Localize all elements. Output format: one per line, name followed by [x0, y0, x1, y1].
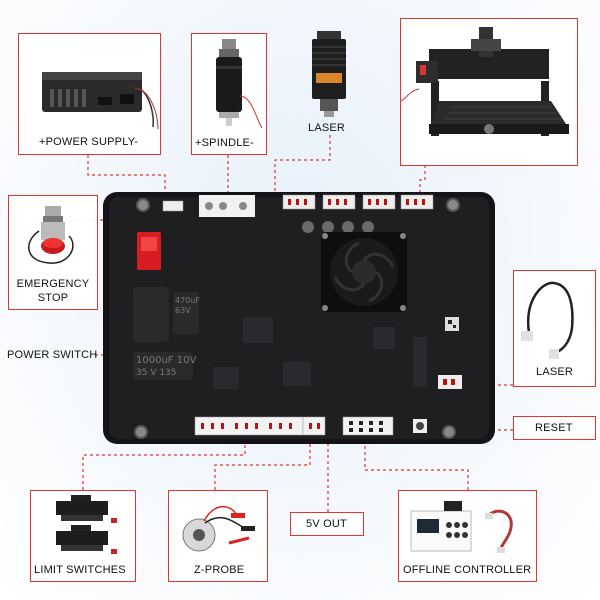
capacitor-text-3: 470uF	[175, 296, 200, 305]
spindle-box: +SPINDLE-	[191, 33, 267, 155]
offline-controller-label: OFFLINE CONTROLLER	[403, 564, 532, 576]
cnc-machine-box	[400, 18, 578, 166]
laser-right-label: LASER	[536, 366, 574, 378]
emergency-stop-image	[28, 206, 74, 264]
z-probe-box: Z-PROBE	[168, 490, 268, 582]
five-v-out-box: 5V OUT	[290, 512, 364, 536]
spindle-label: +SPINDLE-	[195, 137, 254, 149]
laser-cable-image	[521, 281, 574, 359]
laser-top-label: LASER	[308, 122, 346, 134]
z-probe-label: Z-PROBE	[194, 564, 245, 576]
spindle-image	[216, 39, 263, 129]
emergency-stop-label-2: STOP	[37, 292, 69, 304]
controller-board: 1000uF 10V 35 V 135 470uF 63V	[103, 192, 495, 444]
offline-controller-box: OFFLINE CONTROLLER	[398, 490, 537, 582]
limit-switches-image	[56, 495, 117, 554]
power-switch-label: POWER SWITCH	[7, 349, 98, 361]
reset-label: RESET	[535, 422, 573, 434]
limit-switches-label: LIMIT SWITCHES	[34, 564, 126, 576]
z-probe-image	[182, 506, 255, 552]
capacitor-text-2: 35 V 135	[136, 368, 177, 378]
limit-switches-box: LIMIT SWITCHES	[30, 490, 136, 582]
emergency-stop-label-1: EMERGENCY	[16, 278, 90, 290]
capacitor-text-4: 63V	[175, 306, 191, 315]
laser-right-box: LASER	[513, 270, 596, 387]
power-supply-label: +POWER SUPPLY-	[39, 136, 139, 148]
reset-box: RESET	[513, 416, 596, 440]
emergency-stop-box: EMERGENCY STOP	[8, 195, 98, 310]
cnc-machine-image	[401, 27, 569, 136]
five-v-out-label: 5V OUT	[306, 518, 347, 530]
power-supply-box: +POWER SUPPLY-	[18, 33, 161, 155]
capacitor-text-1: 1000uF 10V	[136, 355, 196, 366]
laser-module-image	[312, 31, 346, 117]
offline-controller-image	[410, 501, 513, 553]
power-supply-image	[42, 72, 159, 130]
